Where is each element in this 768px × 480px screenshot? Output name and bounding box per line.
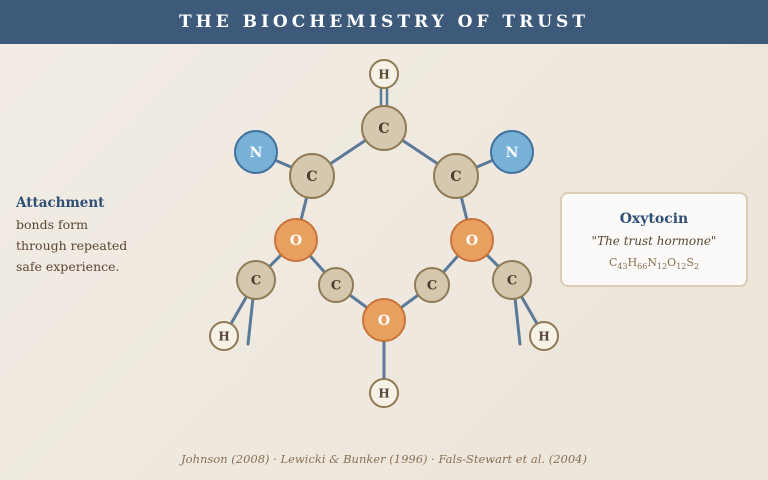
atom-h-right: H [529, 321, 559, 351]
atom-label: H [378, 387, 389, 401]
formula-count: 43 [617, 262, 628, 272]
atom-c-top: C [361, 105, 407, 151]
side-caption-line: through repeated [16, 238, 128, 253]
atom-label: C [427, 279, 437, 294]
atom-circle [361, 105, 407, 151]
atom-c-right: C [433, 153, 479, 199]
atom-circle [289, 153, 335, 199]
formula-count: 2 [693, 262, 700, 272]
side-caption-line: safe experience. [16, 259, 120, 274]
atom-circle [414, 267, 450, 303]
formula-element: C [608, 256, 618, 269]
atom-o-bottom: O [362, 298, 406, 342]
atom-label: C [507, 274, 517, 289]
atom-n-right: N [490, 130, 534, 174]
page-title: THE BIOCHEMISTRY OF TRUST [179, 12, 589, 32]
atom-circle [492, 260, 532, 300]
atom-label: N [250, 145, 263, 161]
atom-label: O [290, 233, 302, 249]
atom-label: C [306, 169, 317, 185]
atom-circle [362, 298, 406, 342]
side-caption: Attachment bonds form through repeated s… [16, 193, 166, 277]
atom-label: H [378, 68, 389, 82]
card-subtitle: "The trust hormone" [591, 234, 717, 248]
atom-o-right: O [450, 218, 494, 262]
formula-element: H [627, 256, 638, 269]
atom-label: N [506, 145, 519, 161]
atom-circle [490, 130, 534, 174]
formula-element: N [647, 256, 657, 269]
chemical-formula: C43H66N12O12S2 [562, 256, 746, 271]
atom-h-top: H [369, 59, 399, 89]
formula-count: 12 [656, 262, 668, 272]
bond-line [246, 296, 255, 346]
atom-c-right-out: C [492, 260, 532, 300]
formula-count: 66 [637, 262, 648, 272]
atom-circle [209, 321, 239, 351]
atom-h-bottom: H [369, 378, 399, 408]
atom-c-right-in: C [414, 267, 450, 303]
atom-circle [369, 59, 399, 89]
atom-c-left-out: C [236, 260, 276, 300]
atom-o-left: O [274, 218, 318, 262]
atom-label: C [251, 274, 261, 289]
atom-circle [369, 378, 399, 408]
atom-circle [450, 218, 494, 262]
atom-c-left: C [289, 153, 335, 199]
header-bar: THE BIOCHEMISTRY OF TRUST [0, 0, 768, 44]
atom-label: H [538, 330, 549, 344]
atom-circle [529, 321, 559, 351]
card-title: Oxytocin [619, 211, 689, 227]
atom-circle [433, 153, 479, 199]
side-caption-title: Attachment [16, 195, 105, 211]
bond-line [513, 296, 522, 346]
atom-label: C [331, 279, 341, 294]
atom-label: H [218, 330, 229, 344]
hormone-info-card: Oxytocin "The trust hormone" C43H66N12O1… [560, 192, 748, 287]
atom-circle [236, 260, 276, 300]
formula-count: 12 [676, 262, 687, 272]
side-caption-line: bonds form [16, 217, 88, 232]
atom-h-left: H [209, 321, 239, 351]
atom-circle [318, 267, 354, 303]
atom-circle [274, 218, 318, 262]
atom-c-left-in: C [318, 267, 354, 303]
formula-element: O [667, 256, 677, 269]
citation-footer: Johnson (2008) · Lewicki & Bunker (1996)… [181, 452, 587, 466]
atom-label: O [466, 233, 478, 249]
atom-n-left: N [234, 130, 278, 174]
atom-label: C [378, 121, 389, 137]
atom-circle [234, 130, 278, 174]
formula-element: S [686, 256, 694, 269]
atom-label: O [378, 313, 390, 329]
atom-label: C [450, 169, 461, 185]
